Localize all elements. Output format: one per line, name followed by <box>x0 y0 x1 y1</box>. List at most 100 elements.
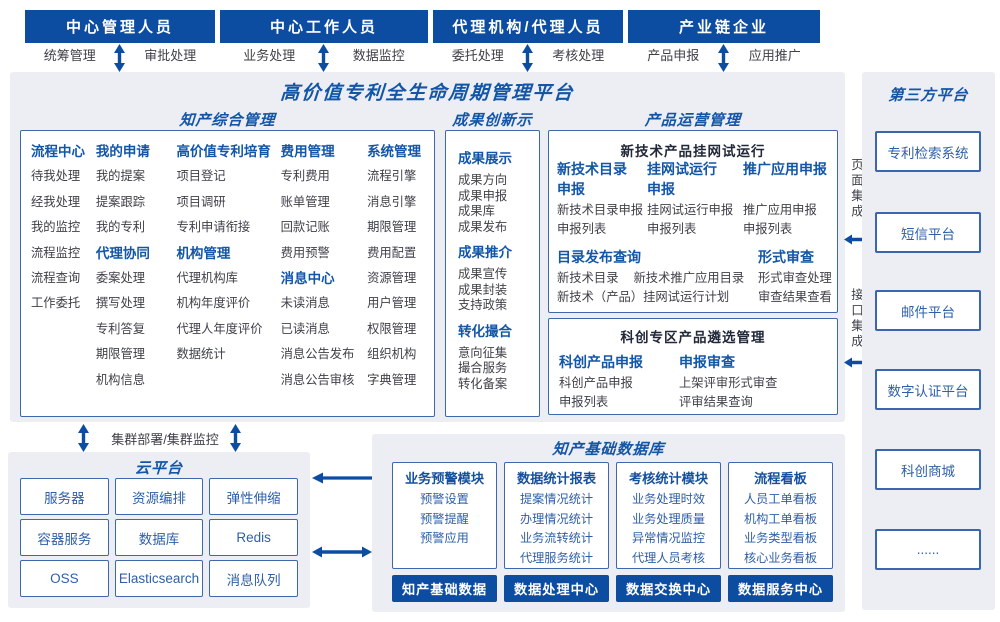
sub-box-title: 科创专区产品遴选管理 <box>620 330 766 345</box>
third-party-item: 专利检索系统 <box>875 131 981 172</box>
list-item: 新技术推广应用目录 <box>633 271 745 285</box>
group-items: 成果方向成果申报成果库成果发布 <box>458 173 539 235</box>
group-items: 业务处理时效业务处理质量异常情况监控代理人员考核 <box>617 490 720 568</box>
list-item: 权限管理 <box>367 321 417 336</box>
list-item: 新技术（产品）挂网试运行计划 <box>557 290 730 304</box>
list-item: 成果发布 <box>458 219 508 234</box>
group-items: 推广应用申报申报列表 <box>743 201 833 239</box>
achievement-group: 成果推介 成果宣传成果封装支持政策 <box>458 240 539 314</box>
page-integration-label: 页面集成 <box>849 158 863 220</box>
group-items: 形式审查处理审查结果查看 <box>758 269 836 307</box>
database-bar: 数据交换中心 <box>616 575 721 602</box>
group-heading: 系统管理 <box>367 144 422 159</box>
group-items: 待我处理经我处理我的监控流程监控流程查询工作委托 <box>31 164 96 316</box>
third-party-title: 第三方平台 <box>887 87 970 104</box>
module-column: 推广应用申报 推广应用申报申报列表 <box>743 159 833 239</box>
list-item: 代理人员考核 <box>631 550 706 565</box>
group-heading: 费用管理 <box>280 144 335 159</box>
group-items: 上架评审形式审查评审结果查询 <box>679 374 829 412</box>
database-bar: 数据服务中心 <box>728 575 833 602</box>
list-item: 费用预警 <box>280 245 330 260</box>
list-item: 代理服务统计 <box>519 550 594 565</box>
list-item: 推广应用申报 <box>742 203 817 217</box>
group-items: 专利费用账单管理回款记账费用预警 <box>281 164 367 266</box>
list-item: 转化备案 <box>458 376 508 391</box>
group-heading: 消息中心 <box>280 270 335 286</box>
list-item: 撮合服务 <box>458 361 508 375</box>
group-items: 流程引擎消息引擎期限管理费用配置资源管理用户管理权限管理组织机构字典管理 <box>367 164 428 393</box>
module-column: 高价值专利培育 项目登记项目调研专利申请衔接 机构管理 代理机构库机构年度评价代… <box>176 139 280 416</box>
list-item: 成果库 <box>458 204 495 218</box>
list-item: 预警应用 <box>420 531 469 545</box>
third-party-item: ...... <box>875 529 981 570</box>
platform-title: 高价值专利全生命周期管理平台 <box>279 83 576 104</box>
catalog-query-group: 目录发布查询 新技术目录 新技术推广应用目录 新技术（产品）挂网试运行计划 <box>557 245 755 307</box>
database-bar: 知产基础数据 <box>392 575 497 602</box>
list-item: 机构工单看板 <box>743 511 818 526</box>
list-item: 提案情况统计 <box>519 492 594 506</box>
list-item: 提案跟踪 <box>95 194 146 209</box>
catalog-row-2: 新技术（产品）挂网试运行计划 <box>557 288 755 307</box>
list-item: 核心业务看板 <box>743 550 818 565</box>
list-item: 字典管理 <box>367 372 417 387</box>
cloud-service-item: 容器服务 <box>20 519 109 556</box>
list-item: 机构年度评价 <box>176 296 251 311</box>
group-items: 科创产品申报申报列表 <box>559 374 677 412</box>
module-column: 挂网试运行申报 挂网试运行申报申报列表 <box>647 159 743 239</box>
formal-review-group: 形式审查 形式审查处理审查结果查看 <box>758 245 836 307</box>
group-heading: 申报审查 <box>679 354 735 370</box>
list-item: 工作委托 <box>31 296 81 311</box>
list-item: 项目调研 <box>176 194 226 209</box>
double-arrow-horizontal-icon <box>312 546 372 558</box>
list-item: 账单管理 <box>280 194 330 209</box>
list-item: 业务处理质量 <box>631 511 706 526</box>
section-title-achievement: 成果创新示范 <box>451 112 534 150</box>
list-item: 上架评审形式审查 <box>679 376 778 390</box>
module-column: 申报审查 上架评审形式审查评审结果查询 <box>679 350 829 412</box>
cloud-service-item: Redis <box>209 519 298 556</box>
list-item: 评审结果查询 <box>679 395 753 409</box>
role-function-label: 考核处理 <box>552 48 605 63</box>
role-function-label: 数据监控 <box>352 48 405 63</box>
group-heading: 数据统计报表 <box>516 471 597 486</box>
group-heading: 业务预警模块 <box>404 471 485 486</box>
module-column: 流程中心 待我处理经我处理我的监控流程监控流程查询工作委托 <box>31 139 96 416</box>
list-item: 用户管理 <box>367 296 417 311</box>
role-function-label: 产品申报 <box>647 48 700 63</box>
list-item: 未读消息 <box>280 296 330 311</box>
list-item: 机构信息 <box>95 372 146 387</box>
cloud-service-item: Elasticsearch <box>114 560 204 597</box>
list-item: 我的提案 <box>95 169 146 184</box>
third-party-item: 科创商城 <box>875 449 981 490</box>
list-item: 流程引擎 <box>367 169 417 184</box>
role-header-center-managers: 中心管理人员 <box>25 10 215 43</box>
group-heading: 成果推介 <box>458 245 512 260</box>
database-module: 考核统计模块 业务处理时效业务处理质量异常情况监控代理人员考核 <box>616 462 721 569</box>
list-item: 申报列表 <box>557 222 607 236</box>
cloud-service-item: 数据库 <box>114 519 204 556</box>
list-item: 申报列表 <box>559 395 609 409</box>
list-item: 成果封装 <box>458 282 508 297</box>
list-item: 费用配置 <box>367 245 417 260</box>
group-heading: 高价值专利培育 <box>176 144 271 159</box>
role-function-label: 应用推广 <box>748 48 801 63</box>
module-column: 系统管理 流程引擎消息引擎期限管理费用配置资源管理用户管理权限管理组织机构字典管… <box>367 139 428 416</box>
product-ops-columns: 新技术目录申报 新技术目录申报申报列表 挂网试运行申报 挂网试运行申报申报列表 … <box>557 159 833 239</box>
list-item: 申报列表 <box>742 222 793 236</box>
list-item: 项目登记 <box>176 169 226 184</box>
list-item: 新技术目录 <box>557 271 619 285</box>
list-item: 办理情况统计 <box>519 511 594 526</box>
list-item: 科创产品申报 <box>559 376 633 390</box>
role-function-label: 审批处理 <box>144 48 197 63</box>
group-items: 项目登记项目调研专利申请衔接 <box>176 164 280 240</box>
section-title-ip-management: 知产综合管理 <box>178 112 277 129</box>
achievement-group: 成果展示 成果方向成果申报成果库成果发布 <box>458 146 539 235</box>
third-party-item: 邮件平台 <box>875 290 981 331</box>
list-item: 专利费用 <box>280 169 330 184</box>
double-arrow-vertical-icon <box>114 44 126 72</box>
list-item: 人员工单看板 <box>743 492 818 506</box>
double-arrow-vertical-icon <box>318 44 330 72</box>
arrow-left-icon <box>312 472 372 484</box>
group-heading: 转化撮合 <box>458 323 512 339</box>
